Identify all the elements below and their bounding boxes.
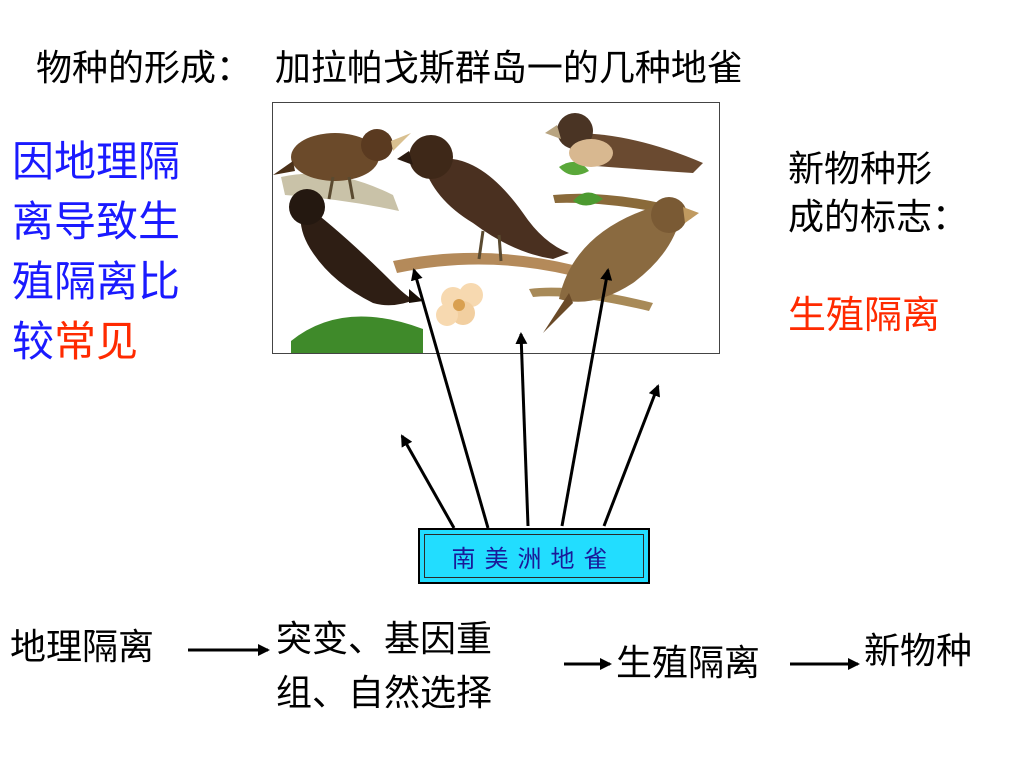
finch-illustration — [272, 102, 720, 354]
arrow-up-left — [400, 434, 456, 529]
flow-step-reproductive-isolation: 生殖隔离 — [616, 643, 761, 684]
source-box-inner: 南美洲地雀 — [424, 534, 644, 578]
left-note-line-2: 离导致生 — [12, 197, 181, 246]
flow-step-mutation-line-2: 组、自然选择 — [276, 673, 493, 714]
leaf — [573, 192, 603, 206]
arrow-up-right — [602, 384, 660, 527]
left-note: 因地理隔 离导致生 殖隔离比 较常见 — [12, 132, 222, 372]
rock-perch — [281, 173, 399, 211]
flow-step-new-species: 新物种 — [864, 631, 973, 672]
left-note-highlight: 常见 — [54, 317, 139, 366]
arrow-to-finch-5 — [560, 268, 613, 527]
left-note-line-1: 因地理隔 — [12, 137, 181, 186]
finch-drawing — [273, 113, 703, 353]
flow-step-mutation-line-1: 突变、基因重 — [276, 619, 493, 660]
source-box: 南美洲地雀 — [418, 528, 650, 584]
flower — [436, 283, 483, 326]
source-box-label: 南美洲地雀 — [451, 544, 617, 573]
slide-title: 物种的形成： 加拉帕戈斯群岛一的几种地雀 — [36, 48, 743, 89]
finch-3 — [545, 113, 703, 173]
right-note: 新物种形 成的标志： — [788, 146, 1008, 242]
branch-perch — [393, 252, 573, 275]
right-note-key: 生殖隔离 — [788, 293, 941, 337]
finch-2 — [397, 135, 569, 262]
finch-4 — [289, 189, 423, 306]
right-note-line-1: 新物种形 — [788, 149, 933, 190]
left-note-prefix: 较 — [12, 317, 55, 366]
flow-step-geographic-isolation: 地理隔离 — [10, 627, 155, 668]
left-note-line-3: 殖隔离比 — [12, 257, 181, 306]
grass-mound — [291, 316, 423, 353]
left-note-line-4: 较常见 — [12, 312, 222, 372]
finch-1 — [273, 129, 411, 200]
finch-5 — [543, 197, 699, 333]
arrow-to-finch-4 — [410, 268, 490, 529]
right-note-line-2: 成的标志： — [788, 197, 969, 238]
arrow-to-center — [515, 332, 530, 527]
